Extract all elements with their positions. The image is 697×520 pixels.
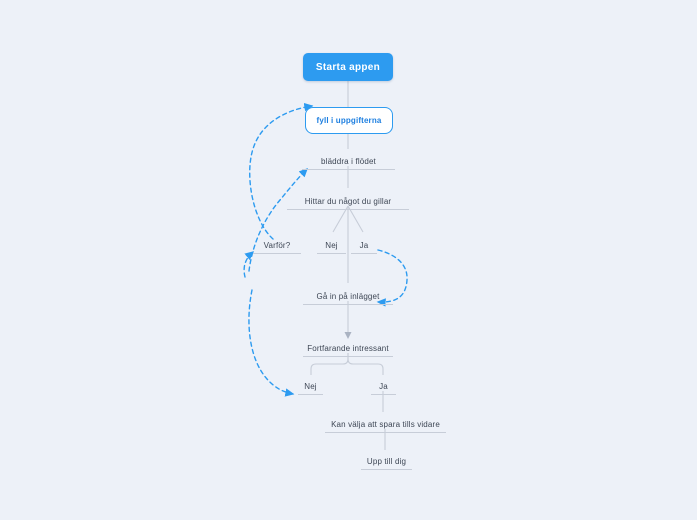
edge-hittar-nej1 — [332, 205, 349, 233]
node-varfor-label: Varför? — [263, 241, 291, 250]
dashed-edge-ja1-gain — [376, 249, 408, 307]
node-kan-valja-att-spara-tills-vidare[interactable]: Kan välja att spara tills vidare — [325, 412, 446, 433]
dashed-edge-varfor-fyll — [249, 102, 314, 240]
edge-hittar-ja1 — [347, 205, 364, 233]
node-starta-appen[interactable]: Starta appen — [303, 53, 393, 81]
node-fortfarande-intressant-label: Fortfarande intressant — [307, 344, 389, 353]
dashed-edge-varfor-bladdra — [248, 168, 308, 272]
node-ja-2-label: Ja — [379, 382, 388, 391]
node-hittar-du-nagot-du-gillar-label: Hittar du något du gillar — [304, 197, 392, 206]
edge-fortfarande-ja2 — [347, 353, 384, 375]
node-ja-2[interactable]: Ja — [371, 375, 396, 395]
node-nej-2-label: Nej — [304, 382, 317, 391]
node-ga-in-pa-inlagget-label: Gå in på inlägget — [316, 292, 380, 301]
node-nej-1[interactable]: Nej — [317, 234, 346, 254]
node-hittar-du-nagot-du-gillar[interactable]: Hittar du något du gillar — [287, 188, 409, 210]
dashed-edge-into-varfor — [243, 251, 255, 278]
dashed-connectors — [243, 102, 408, 397]
node-ja-1[interactable]: Ja — [351, 234, 377, 254]
dashed-edge-into-nej2 — [248, 289, 295, 397]
node-ja-1-label: Ja — [359, 241, 369, 250]
node-upp-till-dig-label: Upp till dig — [366, 457, 407, 466]
node-fortfarande-intressant[interactable]: Fortfarande intressant — [303, 336, 393, 357]
node-nej-1-label: Nej — [325, 241, 338, 250]
node-starta-appen-label: Starta appen — [315, 61, 381, 73]
node-upp-till-dig[interactable]: Upp till dig — [361, 450, 412, 470]
node-ga-in-pa-inlagget[interactable]: Gå in på inlägget — [303, 284, 393, 305]
node-bladdra-i-flodet-label: bläddra i flödet — [321, 157, 376, 166]
node-fyll-i-uppgifterna-label: fyll i uppgifterna — [316, 116, 382, 125]
node-nej-2[interactable]: Nej — [298, 375, 323, 395]
tree-arrowhead-icon — [344, 332, 352, 339]
node-fyll-i-uppgifterna[interactable]: fyll i uppgifterna — [305, 107, 393, 134]
node-varfor[interactable]: Varför? — [253, 234, 301, 254]
node-kan-valja-att-spara-tills-vidare-label: Kan välja att spara tills vidare — [331, 420, 440, 429]
node-bladdra-i-flodet[interactable]: bläddra i flödet — [302, 149, 395, 170]
